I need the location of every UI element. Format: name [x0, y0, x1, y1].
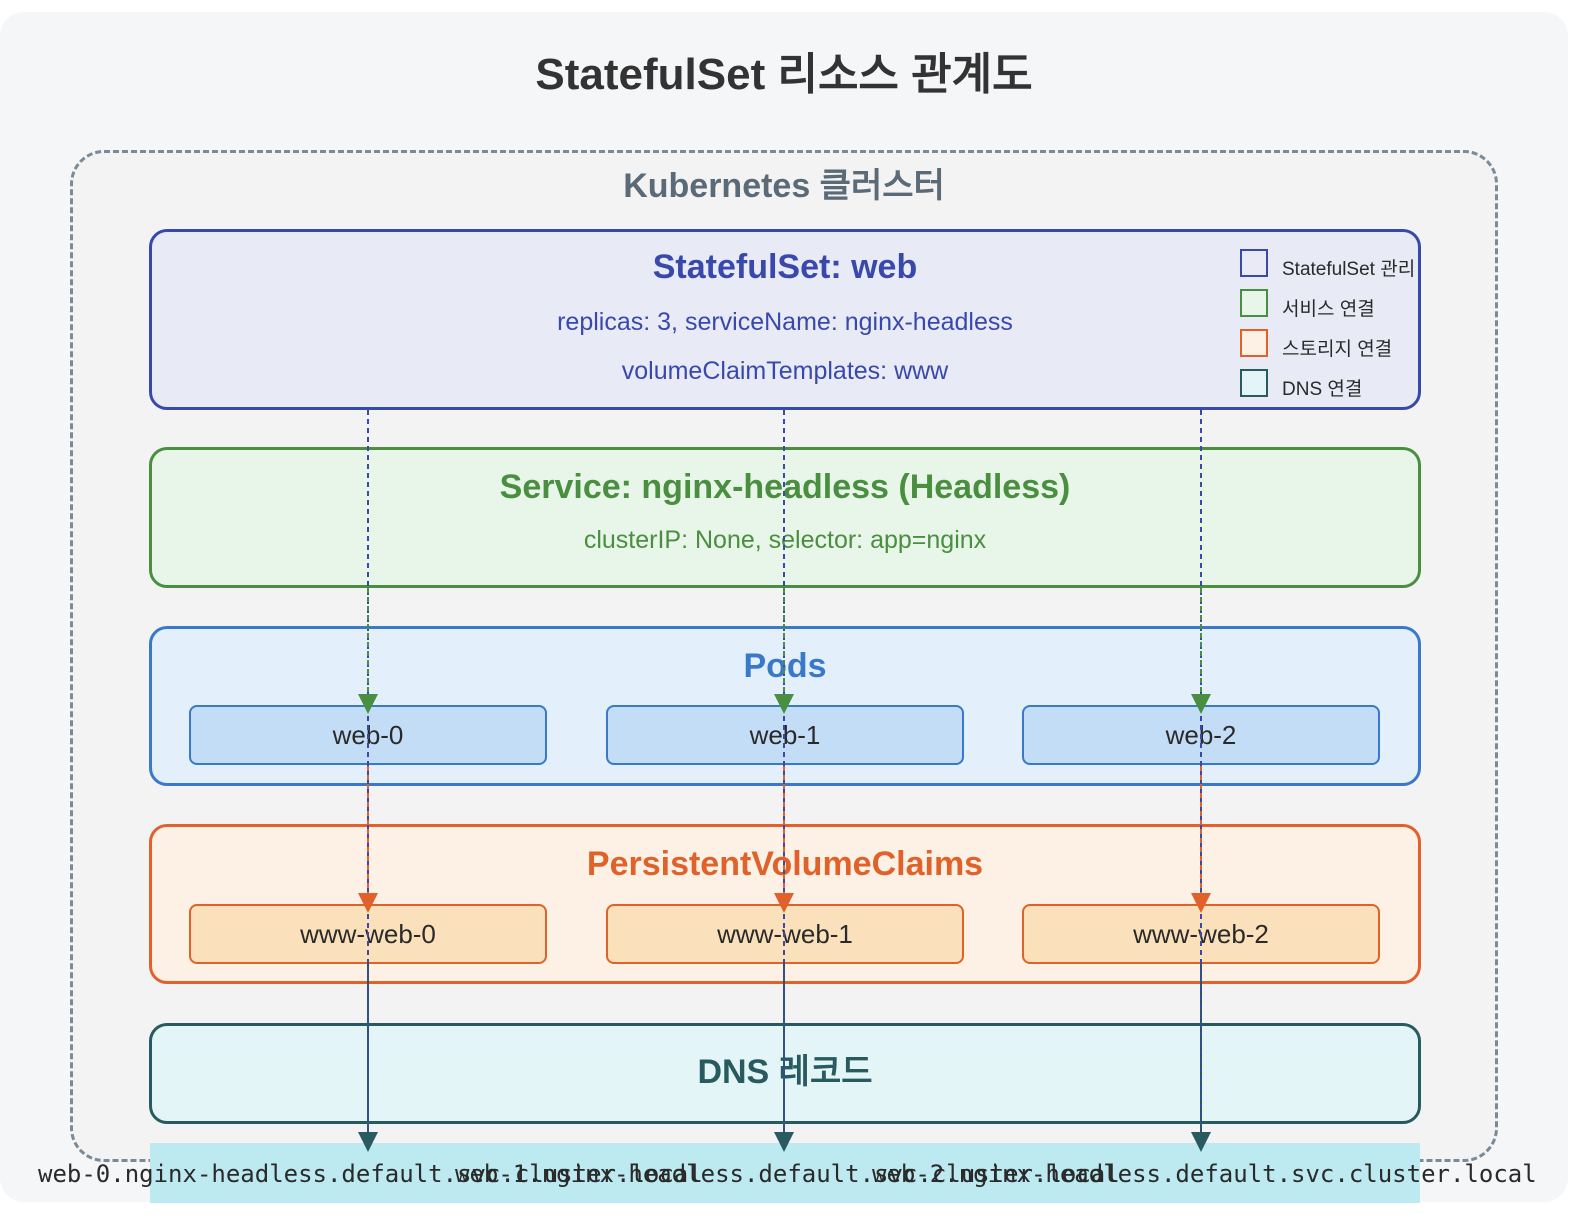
statefulset-volume-templates: volumeClaimTemplates: www [621, 357, 949, 385]
legend-swatch [1240, 289, 1268, 317]
legend-item-storage: 스토리지 연결 [1240, 329, 1430, 361]
statefulset-box: StatefulSet: web replicas: 3, serviceNam… [149, 229, 1421, 410]
legend-label: DNS 연결 [1282, 379, 1363, 400]
legend-label: 스토리지 연결 [1282, 339, 1393, 360]
legend-item-statefulset: StatefulSet 관리 [1240, 249, 1430, 281]
legend-item-service: 서비스 연결 [1240, 289, 1430, 321]
cluster-label: Kubernetes 클러스터 [623, 167, 945, 205]
statefulset-title: StatefulSet: web [652, 248, 918, 286]
dns-record-web-1: web-1.nginx-headless.default.svc.cluster… [455, 1160, 1120, 1188]
legend-label: StatefulSet 관리 [1282, 259, 1416, 280]
legend-label: 서비스 연결 [1282, 299, 1375, 320]
legend-item-dns: DNS 연결 [1240, 369, 1430, 401]
legend-swatch [1240, 369, 1268, 397]
diagram-title: StatefulSet 리소스 관계도 [535, 50, 1033, 99]
statefulset-replicas: replicas: 3, serviceName: nginx-headless [557, 308, 1013, 336]
legend-swatch [1240, 249, 1268, 277]
dns-record-web-0: web-0.nginx-headless.default.svc.cluster… [38, 1160, 703, 1188]
dns-records-bar [150, 1143, 1420, 1203]
dns-record-web-2: web-2.nginx-headless.default.svc.cluster… [872, 1160, 1537, 1188]
legend-swatch [1240, 329, 1268, 357]
